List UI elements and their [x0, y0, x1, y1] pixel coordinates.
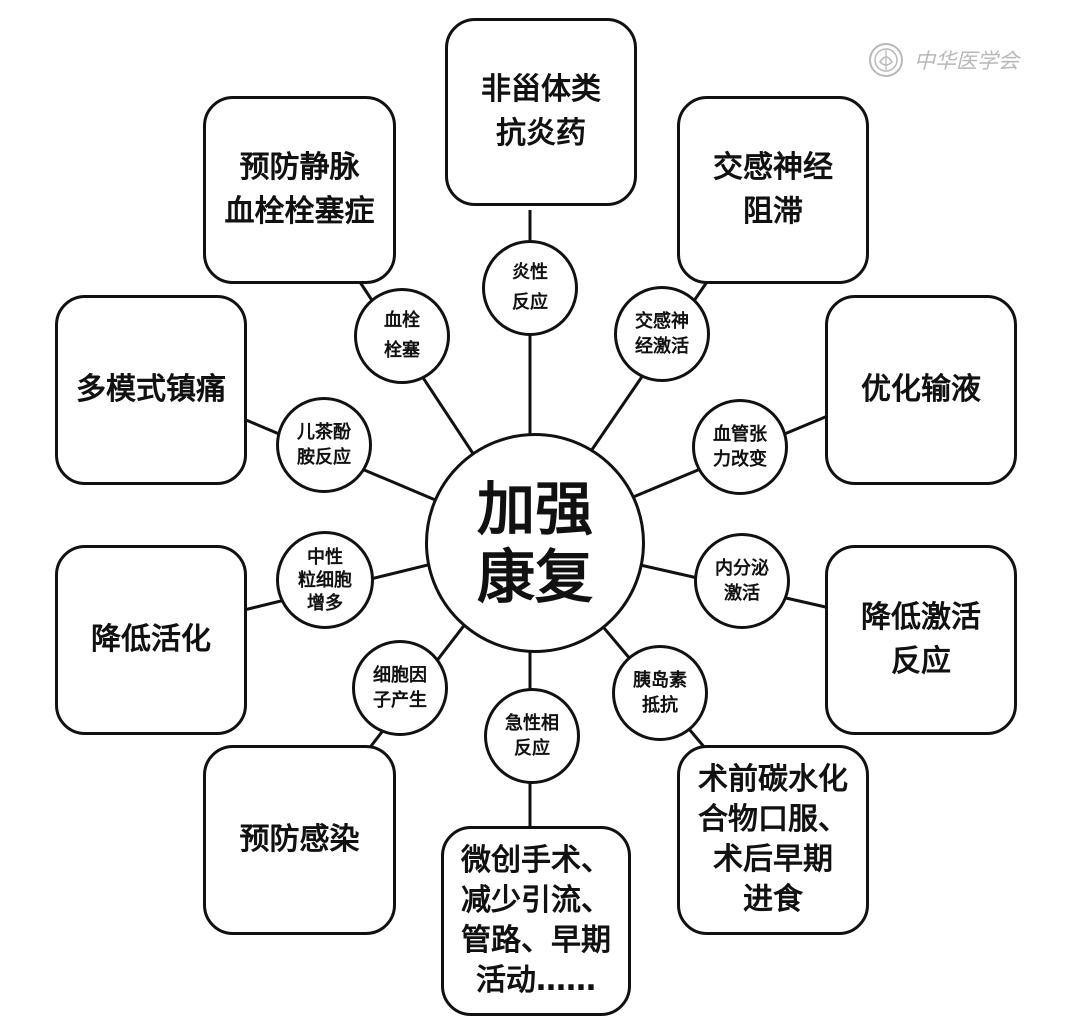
mechanism-circle-cytokine: 细胞因 子产生 [352, 640, 448, 736]
measure-box-sympathetic-block: 交感神经 阻滞 [677, 96, 869, 284]
measure-label: 预防静脉 血栓栓塞症 [224, 150, 375, 229]
mechanism-label: 炎性 反应 [512, 262, 548, 313]
mechanism-label: 急性相 反应 [505, 713, 559, 759]
measure-label: 降低激活 反应 [861, 600, 981, 679]
mechanism-circle-vascular-tone: 血管张 力改变 [692, 399, 788, 495]
measure-box-minimally-invasive: 微创手术、 减少引流、 管路、早期 活动…… [441, 826, 631, 1016]
measure-box-multimodal-analgesia: 多模式镇痛 [55, 295, 247, 485]
measure-box-reduce-activation: 降低激活 反应 [825, 545, 1017, 735]
mechanism-circle-inflammation: 炎性 反应 [482, 240, 578, 336]
measure-label: 交感神经 阻滞 [713, 150, 833, 229]
mechanism-circle-catecholamine: 儿茶酚 胺反应 [276, 397, 372, 493]
watermark-text: 中华医学会 [914, 49, 1019, 73]
mechanism-circle-acute-phase: 急性相 反应 [484, 688, 580, 784]
measure-box-prevent-infection: 预防感染 [203, 745, 396, 935]
mechanism-circle-endocrine: 内分泌 激活 [694, 533, 790, 629]
measure-box-reduce-activity: 降低活化 [55, 545, 247, 735]
measure-box-carbohydrate: 术前碳水化 合物口服、 术后早期 进食 [677, 745, 869, 935]
mechanism-label: 内分泌 激活 [715, 558, 769, 604]
mechanism-label: 中性 粒细胞 增多 [298, 546, 352, 614]
mechanism-label: 血管张 力改变 [713, 424, 767, 470]
measure-label: 非甾体类 抗炎药 [481, 72, 601, 151]
measure-box-prevent-vte: 预防静脉 血栓栓塞症 [203, 96, 396, 284]
society-logo-icon [869, 43, 903, 77]
measure-label: 多模式镇痛 [76, 372, 226, 407]
mechanism-label: 胰岛素 抵抗 [633, 670, 687, 716]
mechanism-label: 血栓 栓塞 [384, 310, 420, 361]
mechanism-circle-neutrophil: 中性 粒细胞 增多 [276, 531, 374, 629]
measure-label: 术前碳水化 合物口服、 术后早期 进食 [698, 762, 848, 917]
mechanism-circle-thrombosis: 血栓 栓塞 [354, 288, 450, 384]
mechanism-circle-sympathetic: 交感神 经激活 [614, 286, 710, 382]
measure-box-nsaids: 非甾体类 抗炎药 [445, 18, 637, 206]
measure-label: 降低活化 [91, 622, 211, 657]
measure-label: 预防感染 [239, 822, 360, 857]
mechanism-circle-insulin-resistance: 胰岛素 抵抗 [612, 645, 708, 741]
watermark: 中华医学会 [868, 40, 1019, 80]
measure-label: 微创手术、 减少引流、 管路、早期 活动…… [461, 843, 611, 998]
center-circle: 加强 康复 [425, 433, 645, 653]
mechanism-label: 儿茶酚 胺反应 [297, 422, 351, 468]
mechanism-label: 细胞因 子产生 [373, 665, 427, 711]
center-label: 加强 康复 [476, 475, 593, 611]
measure-label: 优化输液 [861, 372, 981, 407]
mechanism-label: 交感神 经激活 [635, 311, 689, 357]
measure-box-fluid: 优化输液 [825, 295, 1017, 485]
